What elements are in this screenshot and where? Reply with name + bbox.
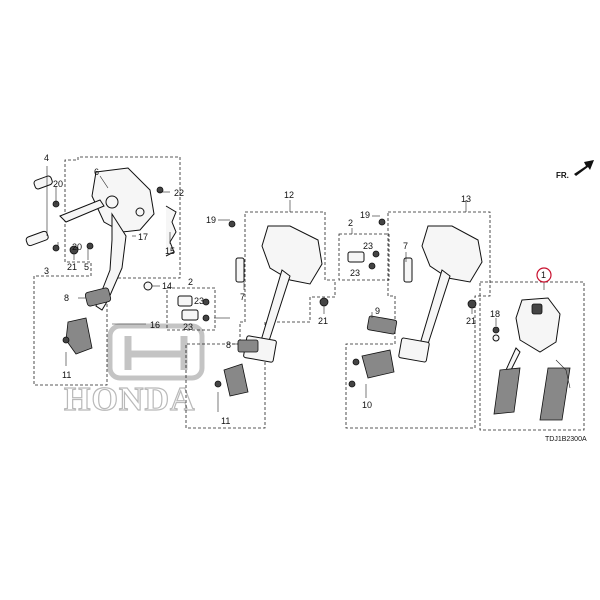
callout-2: 2 bbox=[188, 277, 193, 287]
callout-13: 13 bbox=[461, 194, 471, 204]
stop-switch-left bbox=[143, 281, 210, 322]
fr-label: FR. bbox=[556, 171, 569, 180]
callout-23: 23 bbox=[183, 322, 193, 332]
brake-pedal-assembly-left bbox=[214, 220, 329, 397]
callout-23: 23 bbox=[350, 268, 360, 278]
callout-1-highlight bbox=[536, 267, 552, 283]
callout-7: 7 bbox=[240, 292, 245, 302]
drawing-code: TDJ1B2300A bbox=[545, 436, 587, 443]
callout-23: 23 bbox=[194, 296, 204, 306]
callout-1: 1 bbox=[541, 270, 546, 280]
brake-pedal-assembly-right bbox=[348, 225, 483, 388]
honda-watermark: HONDA bbox=[63, 323, 205, 419]
callout-6: 6 bbox=[94, 167, 99, 177]
callout-17: 17 bbox=[138, 232, 148, 242]
callout-14: 14 bbox=[162, 281, 172, 291]
callout-10: 10 bbox=[362, 400, 372, 410]
callout-3: 3 bbox=[44, 266, 49, 276]
callout-23: 23 bbox=[363, 241, 373, 251]
callout-21: 21 bbox=[67, 262, 77, 272]
accelerator-pedal-assembly bbox=[492, 297, 571, 421]
callout-5: 5 bbox=[84, 262, 89, 272]
callout-9: 9 bbox=[375, 306, 380, 316]
stop-switch-right bbox=[347, 218, 386, 270]
callout-20: 20 bbox=[53, 179, 63, 189]
callout-12: 12 bbox=[284, 190, 294, 200]
watermark-text: HONDA bbox=[64, 381, 196, 418]
callout-8: 8 bbox=[226, 340, 231, 350]
group-boxes bbox=[33, 156, 585, 431]
callout-21: 21 bbox=[466, 316, 476, 326]
callout-11: 11 bbox=[221, 416, 230, 426]
callout-15: 15 bbox=[165, 246, 175, 256]
callout-8: 8 bbox=[64, 293, 69, 303]
callout-20: 20 bbox=[72, 242, 82, 252]
callout-16: 16 bbox=[150, 320, 160, 330]
callout-19: 19 bbox=[206, 215, 216, 225]
callout-7: 7 bbox=[403, 241, 408, 251]
callout-11: 11 bbox=[62, 370, 71, 380]
front-direction-indicator: FR. bbox=[556, 160, 594, 180]
clutch-pedal-assembly bbox=[25, 167, 177, 355]
callout-labels: 4 20 6 22 20 21 5 17 15 3 8 16 14 2 23 2… bbox=[44, 153, 552, 426]
callout-22: 22 bbox=[174, 188, 184, 198]
leader-lines bbox=[46, 166, 545, 412]
callout-4: 4 bbox=[44, 153, 49, 163]
callout-18: 18 bbox=[490, 309, 500, 319]
arrow-icon bbox=[574, 160, 594, 176]
callout-21: 21 bbox=[318, 316, 328, 326]
callout-2: 2 bbox=[348, 218, 353, 228]
callout-19: 19 bbox=[360, 210, 370, 220]
